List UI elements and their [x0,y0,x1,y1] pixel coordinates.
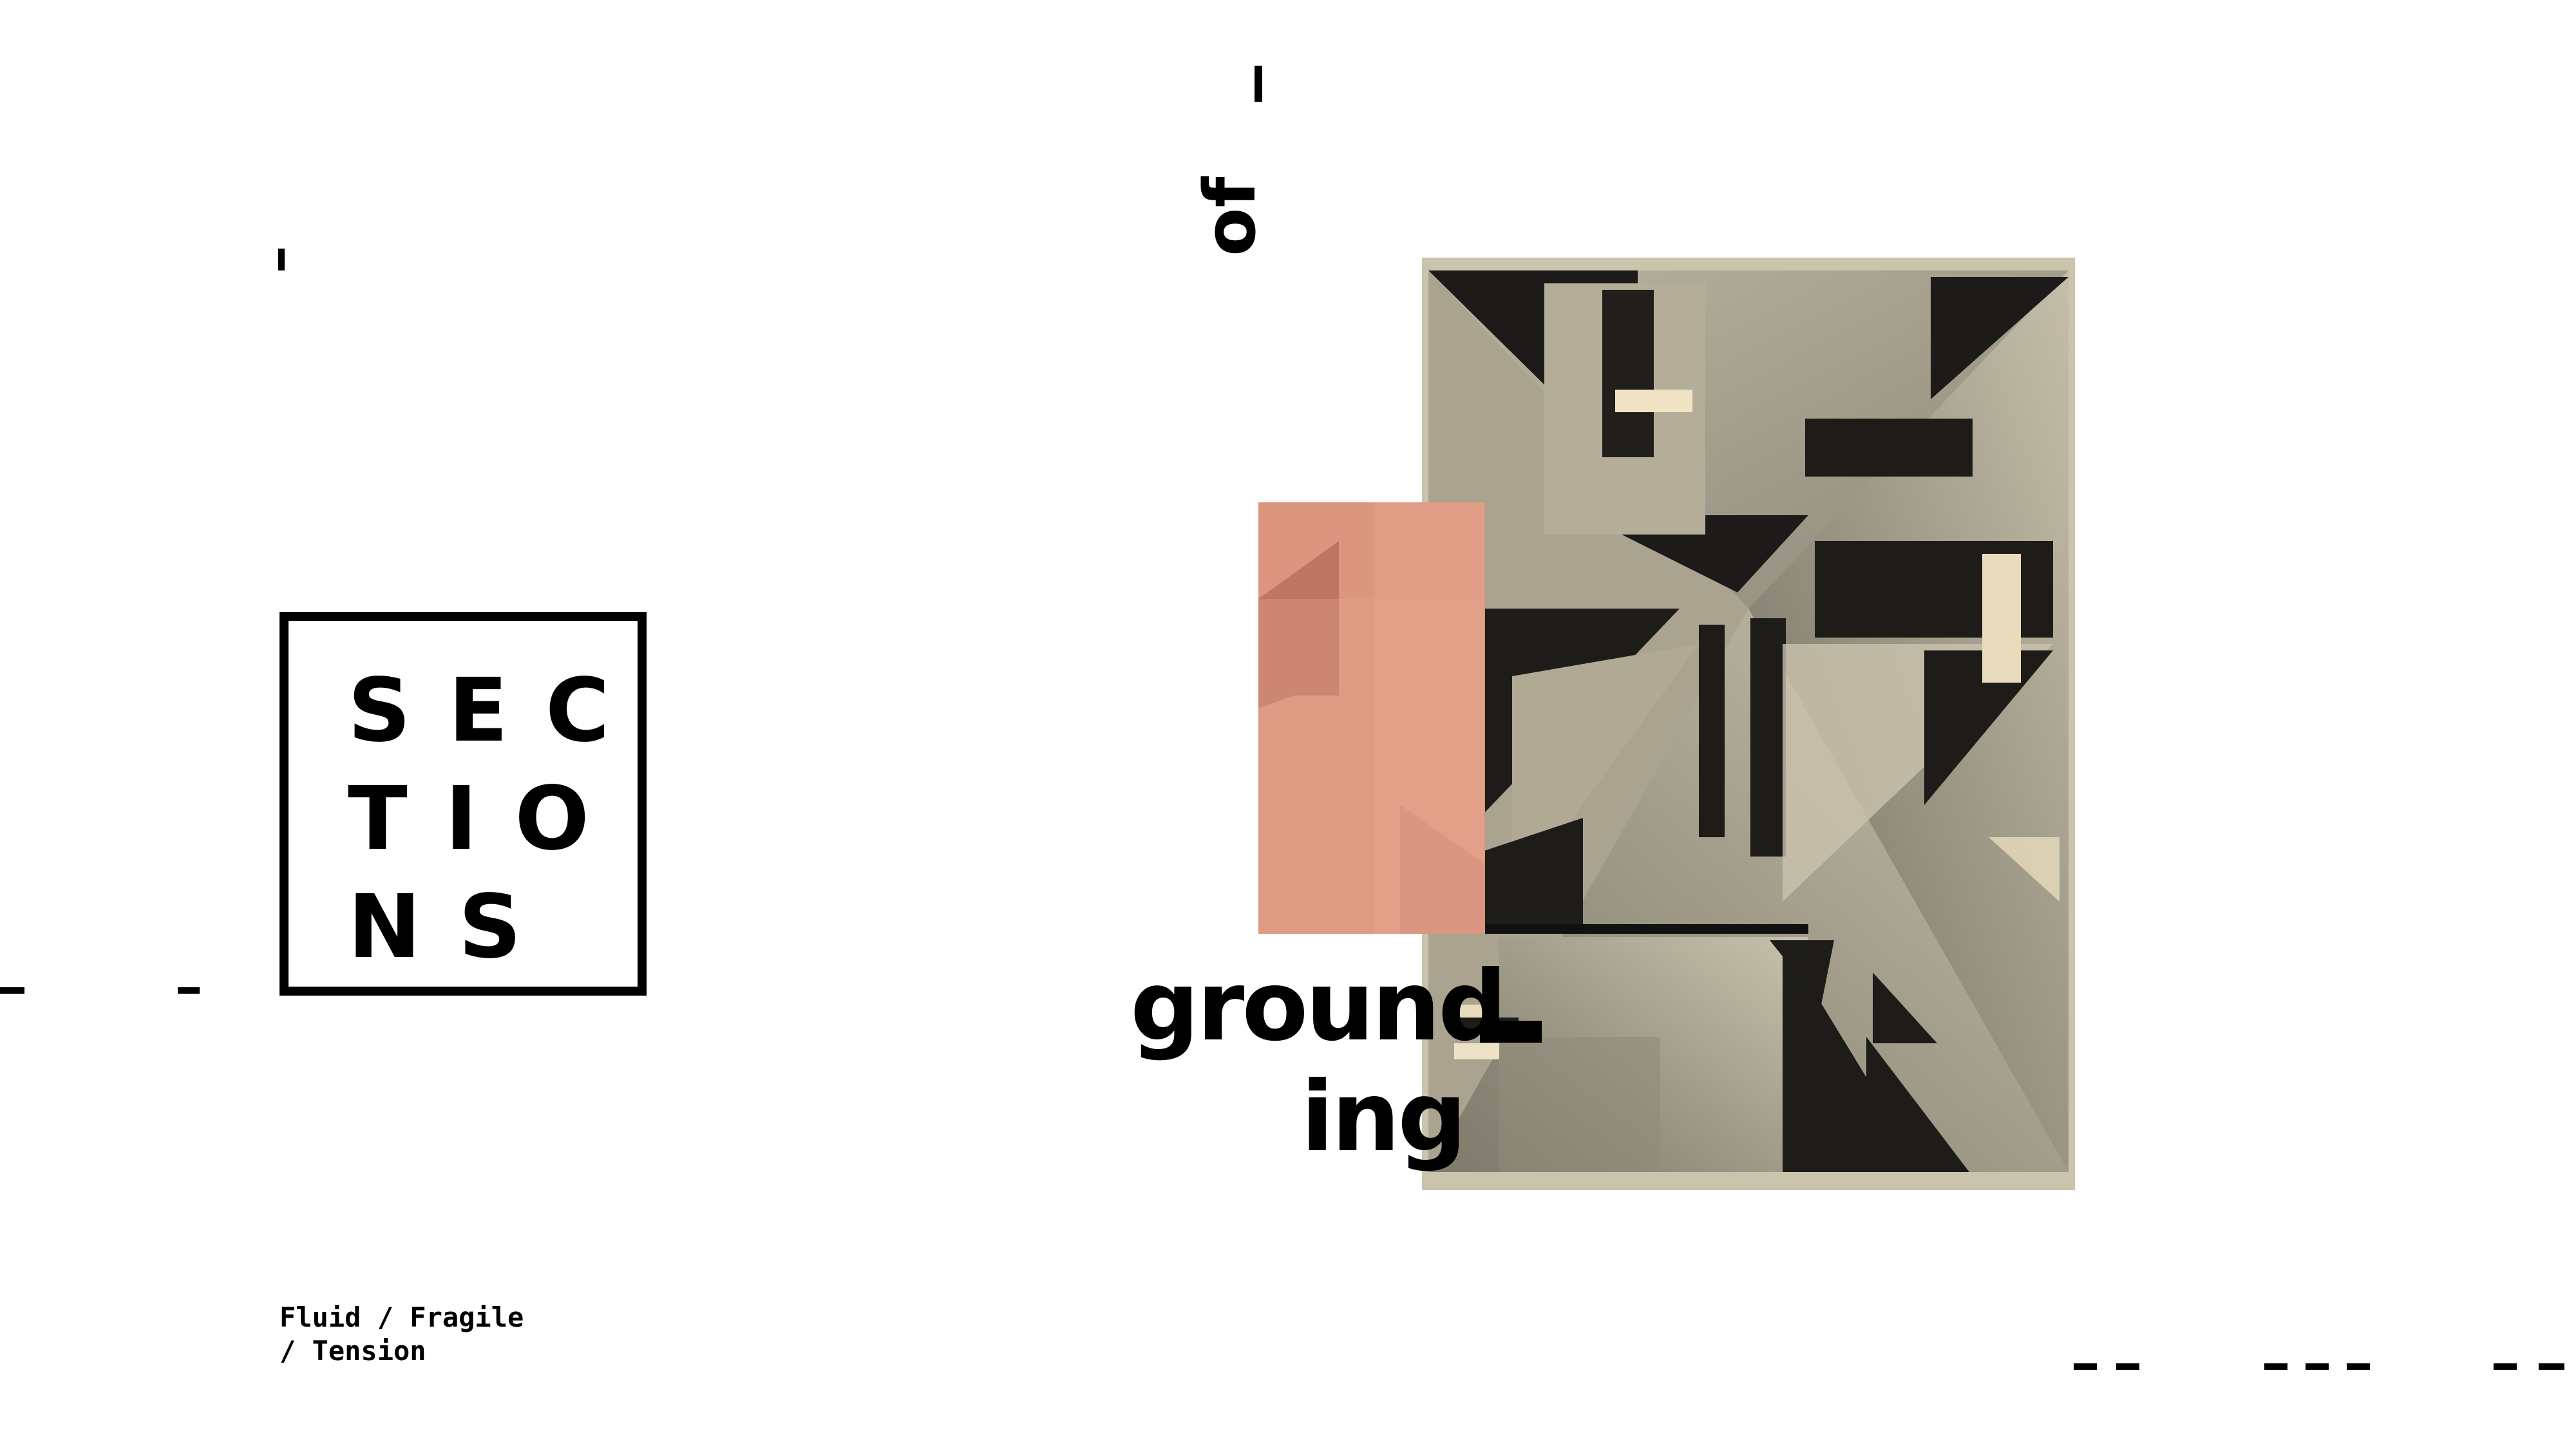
dash-bottom-right-2 [2116,1363,2139,1370]
logo-line-1: SEC [348,660,647,762]
caption-line-1: Fluid / Fragile [279,1302,524,1333]
dash-bottom-right-5 [2347,1363,2370,1370]
caption-line-2: / Tension [279,1335,426,1367]
geometric-artwork-graphic [1428,270,2069,1172]
tick-mark-top-center [1255,66,1262,102]
dash-bottom-right-7 [2539,1363,2564,1370]
grounding-dash [1480,1021,1542,1043]
title-word-of: of [1189,174,1298,264]
title-word-ing: ing [1301,1061,1467,1173]
geometric-artwork [1422,258,2075,1190]
dash-left-2 [178,987,200,994]
accent-color-panel [1258,502,1485,934]
tick-mark-top-left [278,249,285,270]
sections-logo[interactable]: SEC TIO NS [279,612,647,996]
logo-line-3: NS [348,876,559,978]
logo-line-2: TIO [348,768,627,870]
dash-bottom-right-4 [2306,1363,2329,1370]
dash-bottom-right-1 [2074,1363,2097,1370]
caption: Fluid / Fragile / Tension [279,1301,524,1368]
dash-left-1 [0,987,24,994]
title-word-grounding: ground [1130,951,1507,1063]
dash-bottom-right-6 [2494,1363,2517,1370]
title-word-of-text: of [1189,176,1271,256]
dash-bottom-right-3 [2264,1363,2287,1370]
accent-panel-pattern [1258,502,1484,934]
